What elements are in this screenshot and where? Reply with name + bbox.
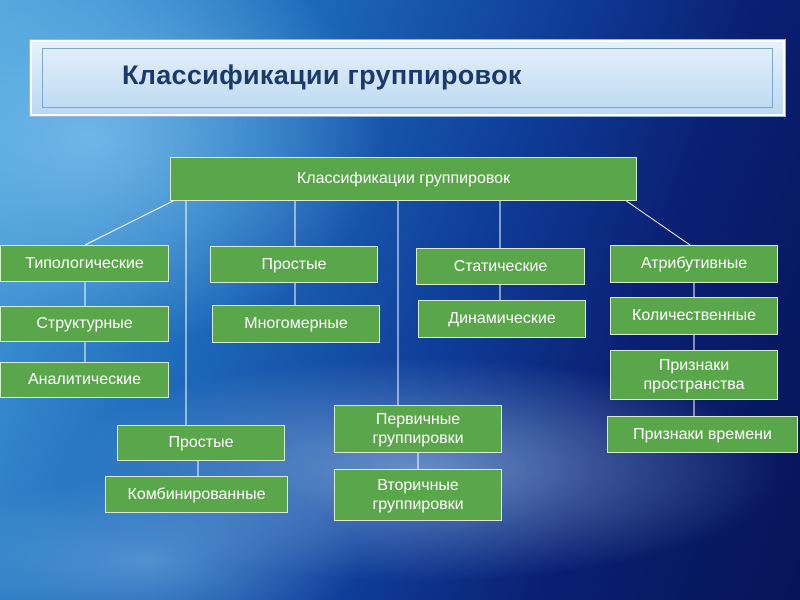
node-secondary-groupings: Вторичные группировки [334,469,502,521]
node-simple: Простые [210,246,378,283]
node-time-attributes: Признаки времени [607,416,798,453]
node-static: Статические [416,248,585,285]
connector-root-col1 [84,199,176,246]
node-attributive: Атрибутивные [610,245,778,283]
node-space-attributes: Признаки пространства [610,350,778,400]
node-simple-lower: Простые [117,425,285,461]
node-dynamic: Динамические [418,300,586,338]
node-combined: Комбинированные [105,476,288,513]
node-analytical: Аналитические [0,362,169,398]
root-node: Классификации группировок [170,157,637,201]
connector-root-col4 [624,199,691,246]
node-typological: Типологические [0,245,169,282]
title-banner: Классификации группировок [30,40,785,116]
node-structural: Структурные [0,306,169,342]
node-quantitative: Количественные [610,297,778,335]
slide-title: Классификации группировок [122,60,522,90]
node-primary-groupings: Первичные группировки [334,405,502,453]
title-banner-frame [42,48,773,108]
node-multidimensional: Многомерные [212,305,380,343]
